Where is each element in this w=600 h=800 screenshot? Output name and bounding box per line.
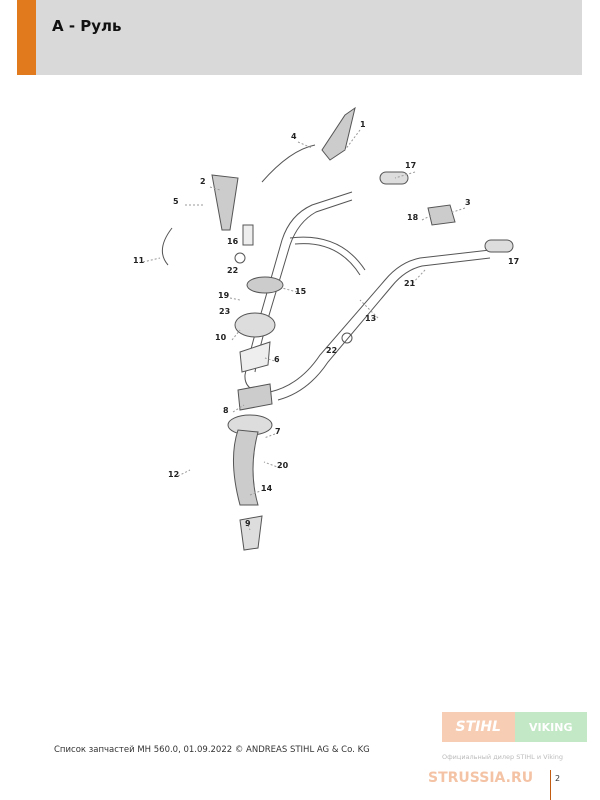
callout: 4 (291, 132, 297, 141)
page-title: A - Руль (52, 17, 122, 35)
clamp-10 (234, 312, 276, 338)
footer-text: Список запчастей MH 560.0, 01.09.2022 © … (54, 745, 370, 755)
callout: 1 (360, 120, 366, 129)
callout: 16 (227, 237, 239, 246)
header-accent-stripe (17, 0, 36, 75)
callout: 12 (168, 470, 180, 479)
callout: 15 (295, 287, 307, 296)
handlebar-right-tube-inner (277, 257, 491, 401)
callout: 23 (219, 307, 231, 316)
callout: 14 (261, 484, 273, 493)
header-bar (17, 0, 582, 75)
handlebar-left-tube (244, 191, 353, 393)
callout: 20 (277, 461, 289, 470)
watermark-dealer: Официальный дилер STIHL и Viking (442, 753, 564, 761)
plate-8 (237, 383, 273, 411)
watermark-logo: STIHL VIKING (442, 712, 587, 742)
callout: 22 (227, 266, 239, 275)
lever-2 (211, 174, 239, 231)
leader-lines (142, 129, 466, 531)
callout: 3 (465, 198, 471, 207)
callout: 17 (405, 161, 417, 170)
crossbar (289, 236, 366, 276)
watermark-site: STRUSSIA.RU (428, 770, 534, 786)
callout: 2 (200, 177, 206, 186)
bracket-6 (239, 341, 271, 373)
callout: 5 (173, 197, 179, 206)
callout: 21 (404, 279, 416, 288)
grip-right (484, 239, 514, 253)
sleeve-9 (239, 515, 263, 551)
cable-4 (261, 144, 316, 183)
label-16 (242, 224, 254, 246)
callout: 10 (215, 333, 227, 342)
page-number: 2 (555, 774, 561, 783)
lever-1 (321, 106, 356, 161)
grip-left (379, 171, 409, 185)
handlebar-right-tube (269, 249, 491, 393)
callout: 8 (223, 406, 229, 415)
callout: 19 (218, 291, 230, 300)
callout: 18 (407, 213, 419, 222)
callout: 22 (326, 346, 338, 355)
callout: 13 (365, 314, 377, 323)
callout: 17 (508, 257, 520, 266)
stihl-logo: STIHL (442, 712, 515, 742)
callout: 11 (133, 256, 145, 265)
callout: 7 (275, 427, 281, 436)
page-number-rule (550, 770, 551, 800)
cable-11 (161, 227, 173, 266)
callout: 6 (274, 355, 280, 364)
clamp-15 (246, 276, 284, 294)
control-3 (427, 204, 456, 226)
ring-22 (234, 252, 246, 264)
callout: 9 (245, 519, 251, 528)
column-14 (232, 429, 259, 506)
ring-22b (341, 332, 353, 344)
viking-logo: VIKING (514, 712, 587, 742)
